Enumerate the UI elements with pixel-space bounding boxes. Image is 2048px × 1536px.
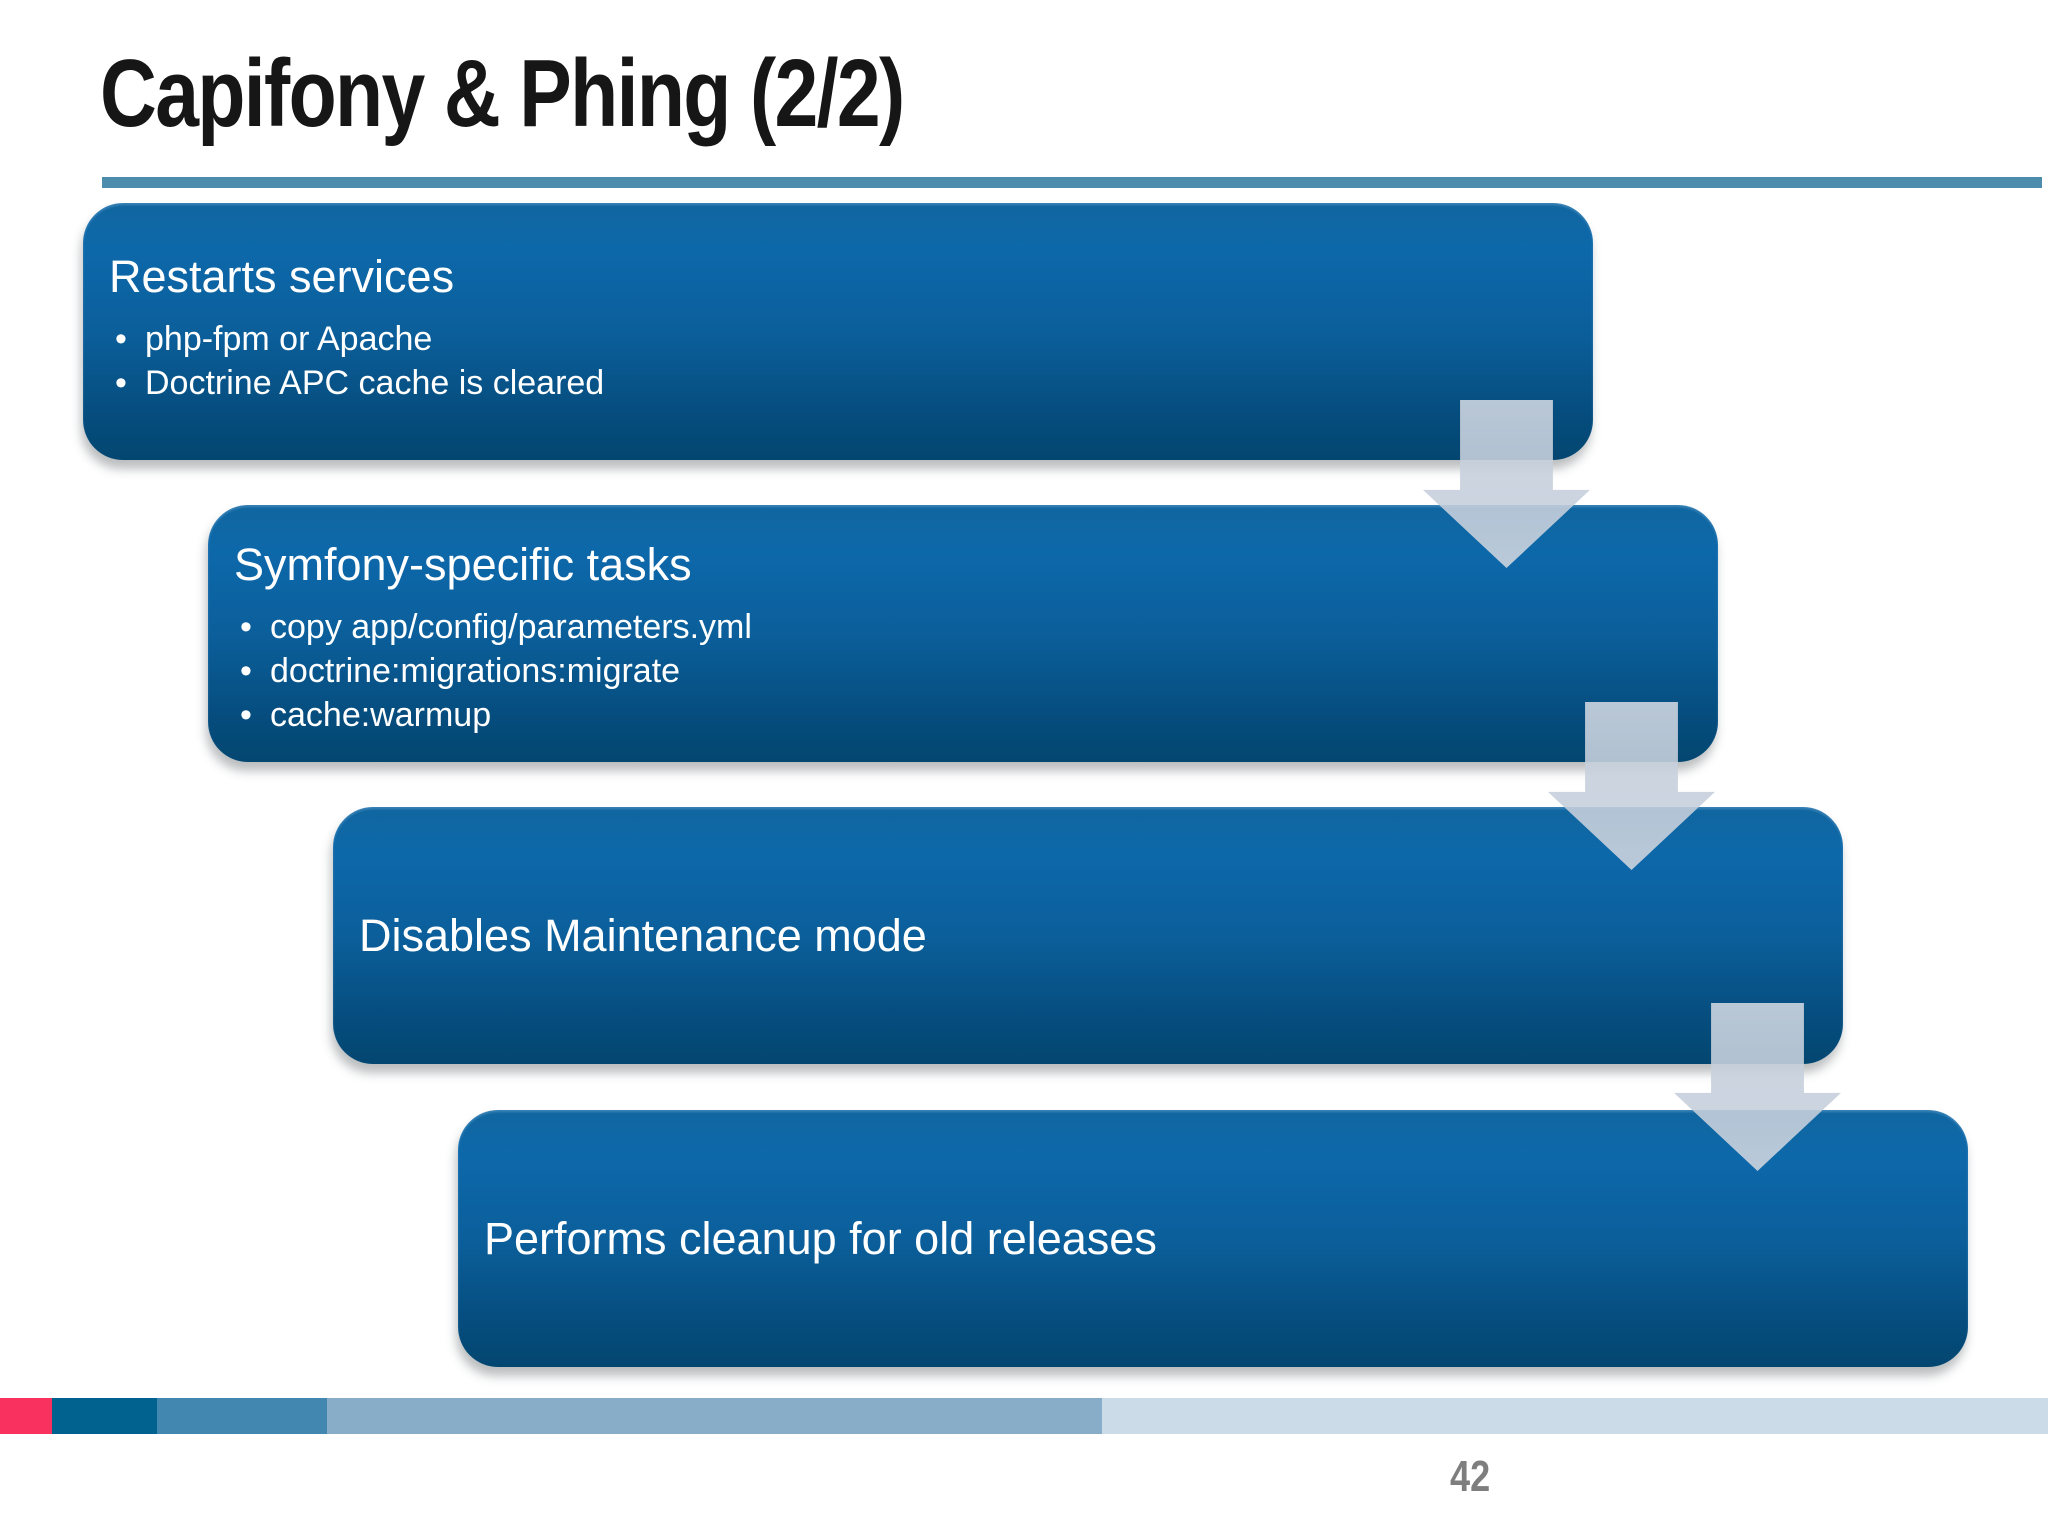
flow-step-restarts-services: Restarts services php-fpm or Apache Doct… xyxy=(83,203,1593,460)
bullet-item: copy app/config/parameters.yml xyxy=(234,605,1678,649)
footer-segment-light-blue xyxy=(327,1398,1102,1434)
page-number: 42 xyxy=(1450,1452,1491,1501)
footer-segment-medium-blue xyxy=(157,1398,327,1434)
flow-step-symfony-tasks: Symfony-specific tasks copy app/config/p… xyxy=(208,505,1718,762)
step-heading: Symfony-specific tasks xyxy=(234,539,692,590)
step-heading: Restarts services xyxy=(109,251,455,302)
step-heading: Performs cleanup for old releases xyxy=(484,1212,1157,1264)
step-heading: Disables Maintenance mode xyxy=(359,909,927,961)
title-underline xyxy=(102,177,2042,188)
footer-segment-crimson xyxy=(0,1398,52,1434)
bullet-item: doctrine:migrations:migrate xyxy=(234,649,1678,693)
bullet-item: php-fpm or Apache xyxy=(109,317,1553,361)
slide-title: Capifony & Phing (2/2) xyxy=(100,40,905,147)
bullet-item: cache:warmup xyxy=(234,693,1678,737)
footer-segment-dark-blue xyxy=(52,1398,157,1434)
footer-bar xyxy=(0,1398,2048,1434)
flow-step-cleanup: Performs cleanup for old releases xyxy=(458,1110,1968,1367)
flow-step-disables-maintenance: Disables Maintenance mode xyxy=(333,807,1843,1064)
bullet-item: Doctrine APC cache is cleared xyxy=(109,361,1553,405)
footer-segment-pale-blue xyxy=(1102,1398,2048,1434)
step-bullet-list: php-fpm or Apache Doctrine APC cache is … xyxy=(109,317,1553,405)
step-bullet-list: copy app/config/parameters.yml doctrine:… xyxy=(234,605,1678,737)
